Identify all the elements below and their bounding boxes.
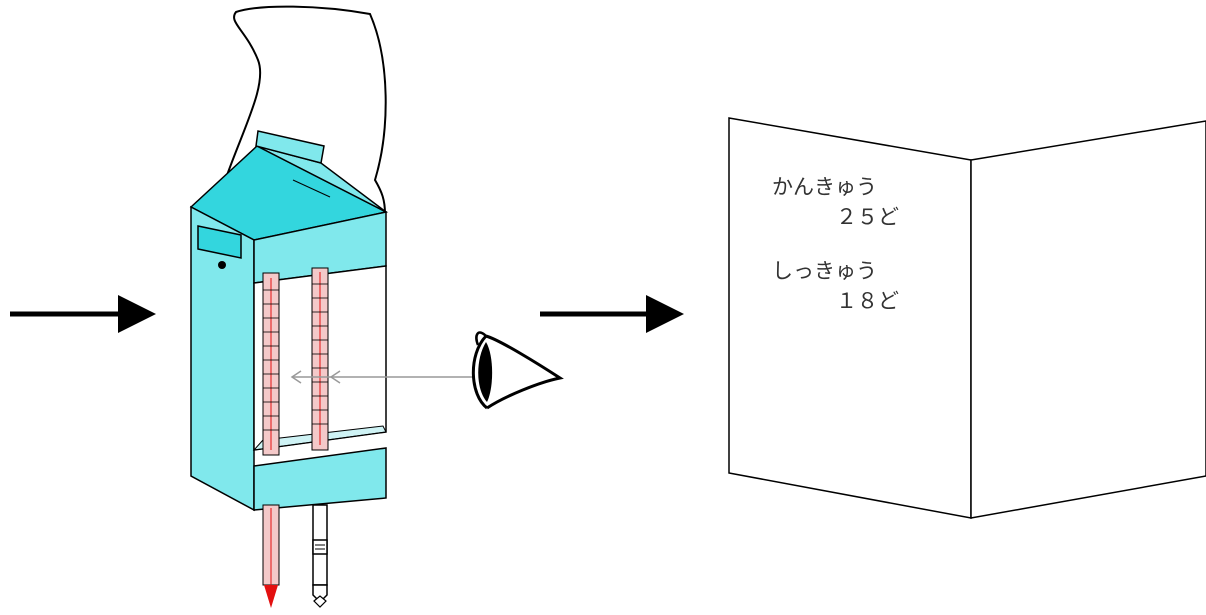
dry-bulb-thermometer	[262, 272, 280, 608]
carton-top-flap	[255, 130, 325, 164]
dry-bulb-value: ２５ど	[836, 205, 899, 229]
thermometer-bulb	[264, 585, 278, 608]
notebook: かんきゅう ２５ど しっきゅう １８ど	[728, 117, 1206, 519]
wet-bulb-label: しっきゅう	[772, 259, 877, 283]
eye-icon	[471, 331, 564, 410]
right-arrow-icon	[10, 295, 156, 333]
right-arrow-icon	[540, 295, 684, 333]
wet-bulb-thermometer	[311, 267, 329, 608]
wet-bulb-value: １８ど	[836, 289, 899, 313]
sight-line	[290, 370, 474, 384]
notebook-right-page	[970, 120, 1206, 519]
hanging-string	[212, 5, 387, 263]
carton-label-tab	[197, 225, 242, 259]
milk-carton-hygrometer	[189, 5, 474, 608]
carton-front-bottom-band	[253, 447, 387, 511]
dry-bulb-label: かんきゅう	[772, 175, 877, 199]
